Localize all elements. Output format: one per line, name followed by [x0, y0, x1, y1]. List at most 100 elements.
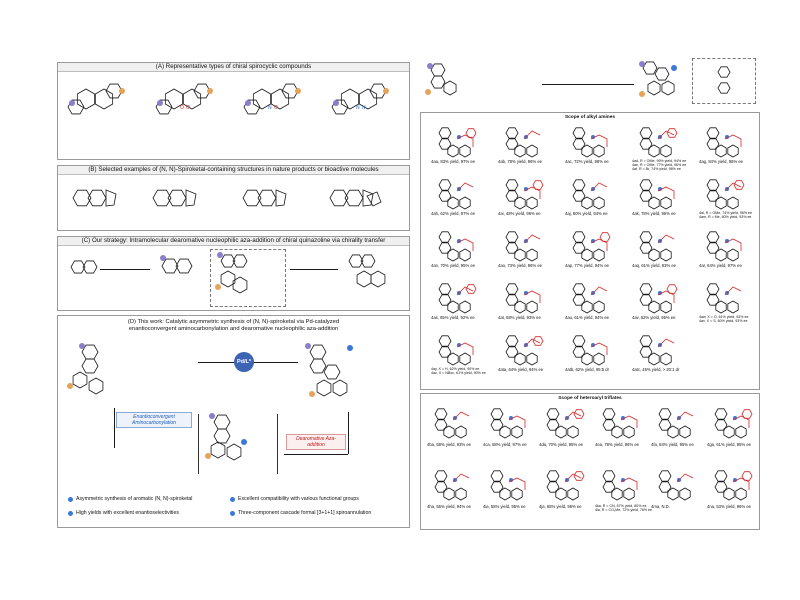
ring	[72, 189, 92, 207]
ring	[514, 300, 526, 314]
step1-box: Enantioconvergent Aminocarbonylation	[116, 412, 192, 428]
bullet-dot	[230, 497, 235, 502]
ring	[623, 487, 635, 501]
ring	[532, 336, 544, 346]
intermediate-bracket	[198, 414, 278, 474]
intermediate-amide	[205, 413, 247, 461]
spiroketal-product	[305, 343, 353, 397]
ring	[87, 189, 107, 207]
substituent-dot	[524, 291, 528, 295]
ring	[447, 196, 459, 210]
ring	[666, 128, 678, 138]
ring	[331, 99, 349, 115]
ring	[526, 196, 538, 210]
ring	[213, 414, 231, 430]
amine-chain	[657, 234, 675, 244]
ring	[526, 144, 538, 158]
substituent-dot	[157, 100, 163, 106]
ring	[623, 425, 635, 439]
ring	[465, 284, 477, 294]
scope-heteroaryl-triflates: Scope of heteroaryl triflates 4ba, 58% y…	[420, 393, 760, 530]
scope-alkyl-amines: Scope of alkyl amines 4aa, 83% yield, 97…	[420, 112, 760, 390]
compound-label: 4ap, 77% yield, 94% ee	[565, 263, 609, 268]
atom-label: N	[268, 105, 272, 111]
ring	[309, 344, 327, 360]
compound-1	[152, 189, 197, 207]
ring	[430, 63, 446, 77]
compound-9	[706, 179, 745, 210]
compound-label: 4ca, 58% yield, 97% ee	[483, 442, 527, 447]
compound-label: 4ac, 72% yield, 98% ee	[565, 159, 609, 164]
amine-chain	[724, 238, 742, 251]
ring	[434, 470, 448, 482]
bullet-text: High yields with excellent enantioselect…	[76, 510, 179, 516]
ring	[185, 189, 197, 207]
atom-label: N	[362, 105, 366, 111]
ring	[599, 232, 611, 242]
substituent-dot	[733, 416, 737, 420]
ring	[572, 283, 586, 295]
ring	[447, 144, 459, 158]
ring	[434, 408, 448, 420]
ring	[465, 128, 477, 138]
compound-7	[572, 179, 608, 210]
ring	[252, 88, 272, 110]
ring	[572, 231, 586, 243]
compound-1	[505, 127, 541, 158]
compound-label: 4da, 70% yield, 95% ee	[539, 442, 583, 447]
compound-label: 4as, 65% yield, 92% ee	[431, 315, 475, 320]
ring	[581, 352, 593, 366]
ring	[593, 352, 605, 366]
ring	[639, 127, 653, 139]
substituent-dot	[305, 343, 311, 349]
chiral-quinazoline	[215, 252, 248, 294]
compound-8	[639, 179, 675, 210]
amine-chain	[456, 286, 474, 296]
ring	[505, 231, 519, 243]
substituent-dot	[69, 100, 75, 106]
substituent-dot	[621, 478, 625, 482]
bullet-text: Three-component cascade formal [3+1+1] s…	[238, 510, 372, 516]
ring	[193, 83, 211, 99]
compound-17	[572, 283, 608, 314]
substituent-dot	[347, 345, 353, 351]
ring	[490, 408, 504, 420]
ring	[573, 471, 585, 481]
ring	[581, 300, 593, 314]
ring	[499, 425, 511, 439]
compound-label: 4ea, 78% yield, 96% ee	[595, 442, 639, 447]
amine-chain	[456, 342, 474, 355]
ring	[459, 196, 471, 210]
ring	[727, 248, 739, 262]
compound-label: 4ha, 55% yield, 94% ee	[427, 504, 471, 509]
amine-chain	[452, 411, 470, 421]
compound-0	[434, 408, 470, 439]
panel-b-title: (B) Selected examples of (N, N)-Spiroket…	[58, 166, 409, 175]
atom-label: O	[274, 105, 278, 111]
ring	[648, 300, 660, 314]
ring	[723, 487, 735, 501]
compound-9	[602, 470, 638, 501]
ring	[715, 196, 727, 210]
ring	[715, 300, 727, 314]
amine-chain	[523, 234, 541, 244]
ring	[362, 189, 374, 207]
compound-11	[505, 231, 541, 262]
ring	[581, 196, 593, 210]
ring	[514, 248, 526, 262]
compound-19	[706, 283, 742, 314]
atom-label: O	[180, 105, 184, 111]
compound-label: 4ba, 58% yield, 93% ee	[427, 442, 471, 447]
compound-label: 4aj, 60% yield, 94% ee	[565, 211, 608, 216]
compound-2	[546, 408, 585, 439]
reaction-scheme	[420, 58, 760, 110]
quinazoline	[160, 255, 193, 274]
ring	[369, 83, 387, 99]
ring	[438, 179, 452, 191]
substituent-dot	[725, 239, 729, 243]
substituent-dot	[658, 291, 662, 295]
ring	[232, 254, 248, 268]
ring	[593, 300, 605, 314]
ring	[658, 408, 672, 420]
